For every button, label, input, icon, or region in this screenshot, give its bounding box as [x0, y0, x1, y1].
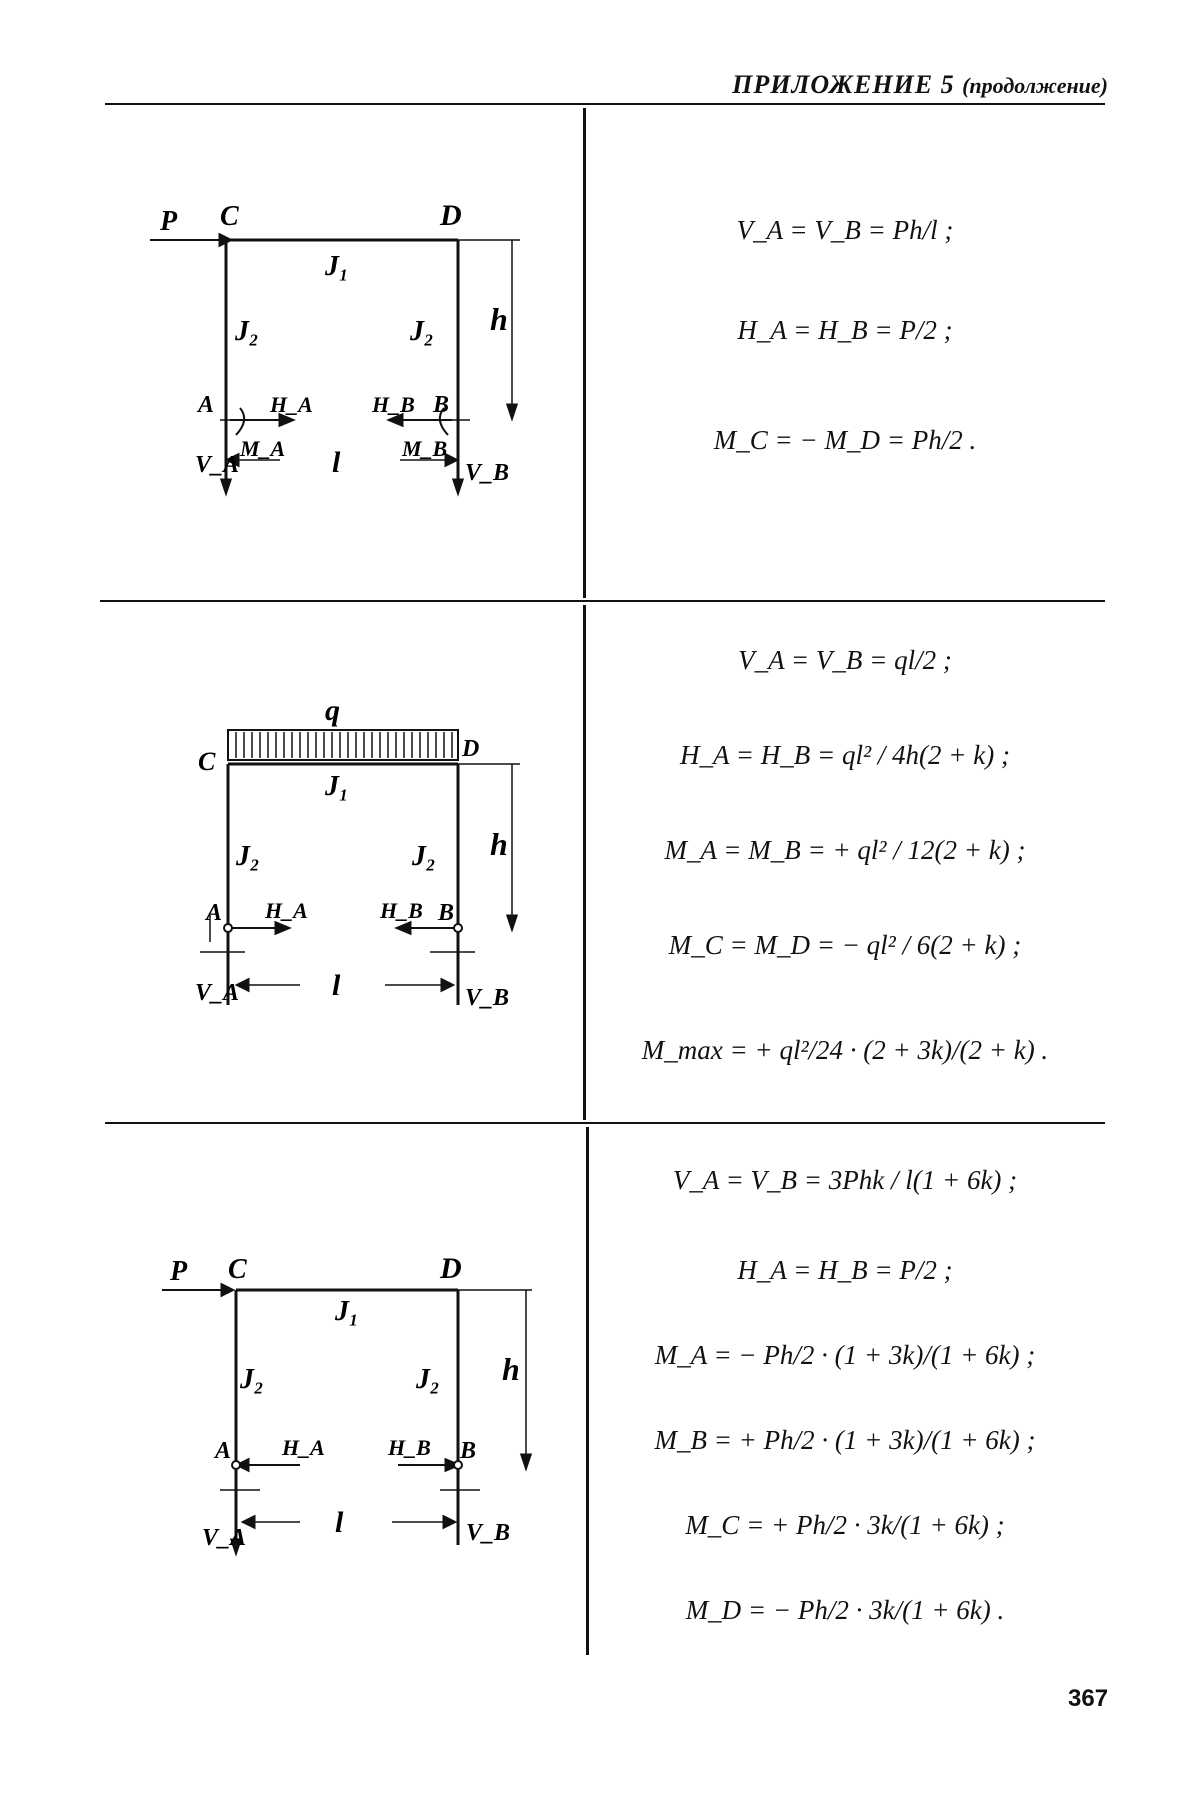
left-column-inertia-label: J₂ [235, 841, 260, 872]
node-label-C: C [198, 747, 216, 776]
span-label-l: l [332, 446, 341, 479]
header-subtitle: (продолжение) [962, 73, 1108, 98]
formula-2-5: M_max = + ql²/24 · (2 + 3k)/(2 + k) . [641, 1035, 1049, 1065]
formula-3-5: M_C = + Ph/2 · 3k/(1 + 6k) ; [685, 1510, 1005, 1540]
left-column-inertia-label: J₂ [234, 316, 259, 347]
beam-inertia-label: J₁ [324, 251, 349, 282]
formula-3-4: M_B = + Ph/2 · (1 + 3k)/(1 + 6k) ; [654, 1425, 1036, 1455]
header-title: ПРИЛОЖЕНИЕ 5 [732, 70, 955, 99]
right-column-inertia-label: J₂ [409, 316, 434, 347]
moment-label-MB: M_B [401, 436, 447, 461]
node-label-D: D [439, 1252, 462, 1285]
page-header: ПРИЛОЖЕНИЕ 5 (продолжение) [732, 70, 1108, 100]
right-column-inertia-label: J₂ [415, 1364, 440, 1395]
support-label-A: A [204, 900, 222, 926]
reaction-label-VA: V_A [195, 980, 239, 1006]
formula-1-2: H_A = H_B = P/2 ; [737, 315, 953, 345]
column-divider-2 [583, 605, 586, 1120]
formula-3-2: H_A = H_B = P/2 ; [737, 1255, 953, 1285]
reaction-label-HB: H_B [379, 898, 423, 923]
frame-diagram-2: q C D J₁ J₂ J₂ h A B H_A H_B V_A V_B l [195, 694, 520, 1011]
beam-inertia-label: J₁ [324, 771, 349, 802]
support-label-B: B [459, 1438, 476, 1464]
reaction-label-HA: H_A [269, 392, 313, 417]
reaction-label-VB: V_B [465, 985, 509, 1011]
height-label-h: h [502, 1351, 520, 1387]
left-column-inertia-label: J₂ [239, 1364, 264, 1395]
reaction-label-HA: H_A [281, 1435, 325, 1460]
node-label-C: C [220, 201, 239, 232]
formula-2-4: M_C = M_D = − ql² / 6(2 + k) ; [668, 930, 1022, 960]
reaction-label-VB: V_B [465, 460, 509, 486]
span-label-l: l [332, 969, 341, 1002]
formula-2-3: M_A = M_B = + ql² / 12(2 + k) ; [664, 835, 1026, 865]
reaction-label-VB: V_B [466, 1520, 510, 1546]
frame-diagram-1: P C D J₁ J₂ J₂ h A B H_A H_B M_A M_B V_A… [150, 199, 520, 497]
formula-1-1: V_A = V_B = Ph/l ; [736, 215, 954, 245]
reaction-label-VA: V_A [195, 452, 239, 478]
formula-3-3: M_A = − Ph/2 · (1 + 3k)/(1 + 6k) ; [654, 1340, 1036, 1370]
formula-3-1: V_A = V_B = 3Phk / l(1 + 6k) ; [672, 1165, 1018, 1195]
row-rule-2 [105, 1122, 1105, 1124]
reaction-label-HB: H_B [387, 1435, 431, 1460]
right-column-inertia-label: J₂ [411, 841, 436, 872]
reaction-label-HB: H_B [371, 392, 415, 417]
support-label-B: B [432, 392, 449, 418]
load-label-P: P [159, 206, 178, 237]
column-divider-1 [583, 108, 586, 598]
formula-3-6: M_D = − Ph/2 · 3k/(1 + 6k) . [685, 1595, 1005, 1625]
support-label-A: A [196, 392, 214, 418]
frame-diagram-3: P C D J₁ J₂ J₂ h A B H_A H_B V_A V_B l [162, 1252, 533, 1557]
moment-label-MA: M_A [239, 436, 285, 461]
reaction-label-VA: V_A [202, 1525, 246, 1551]
distributed-load-label-q: q [325, 694, 340, 727]
header-rule [105, 103, 1105, 105]
support-label-A: A [213, 1438, 231, 1464]
reaction-label-HA: H_A [264, 898, 308, 923]
support-label-B: B [437, 900, 454, 926]
formula-2-1: V_A = V_B = ql/2 ; [738, 645, 952, 675]
row-rule-1 [100, 600, 1105, 602]
node-label-C: C [228, 1254, 247, 1285]
column-divider-3 [586, 1127, 589, 1655]
span-label-l: l [335, 1506, 344, 1539]
formula-2-2: H_A = H_B = ql² / 4h(2 + k) ; [680, 740, 1010, 770]
height-label-h: h [490, 826, 508, 862]
height-label-h: h [490, 301, 508, 337]
node-label-D: D [461, 736, 479, 762]
node-label-D: D [439, 199, 462, 232]
page-number: 367 [1068, 1685, 1109, 1712]
beam-inertia-label: J₁ [334, 1296, 359, 1327]
formula-1-3: M_C = − M_D = Ph/2 . [713, 425, 977, 455]
load-label-P: P [169, 1256, 188, 1287]
